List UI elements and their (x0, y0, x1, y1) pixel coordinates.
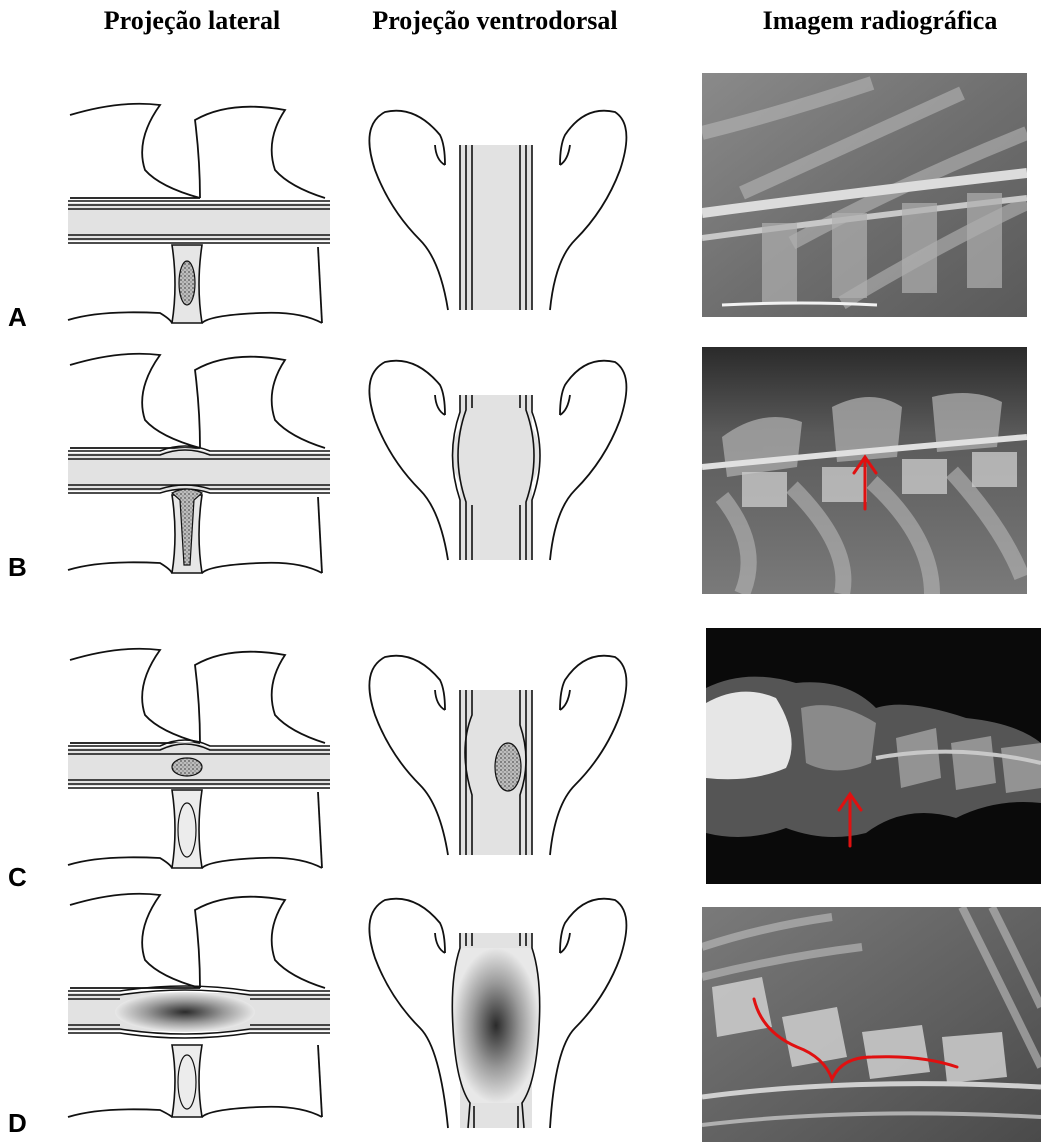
lateral-diagram-a (60, 95, 340, 335)
row-label-b: B (8, 552, 27, 583)
ventrodorsal-diagram-d (360, 888, 630, 1133)
header-ventrodorsal-projection: Projeção ventrodorsal (350, 6, 640, 36)
radiograph-d (702, 907, 1041, 1142)
header-lateral-projection: Projeção lateral (62, 6, 322, 36)
lateral-diagram-c (60, 640, 340, 880)
ventrodorsal-diagram-b (360, 350, 630, 565)
radiograph-c (706, 628, 1041, 884)
lateral-diagram-b (60, 345, 340, 585)
ventrodorsal-diagram-c (360, 645, 630, 860)
row-label-d: D (8, 1108, 27, 1139)
row-label-c: C (8, 862, 27, 893)
radiograph-b (702, 347, 1027, 594)
ventrodorsal-diagram-a (360, 100, 630, 315)
radiograph-a (702, 73, 1027, 317)
header-radiographic-image: Imagem radiográfica (720, 6, 1040, 36)
lateral-diagram-d (60, 885, 340, 1130)
row-label-a: A (8, 302, 27, 333)
